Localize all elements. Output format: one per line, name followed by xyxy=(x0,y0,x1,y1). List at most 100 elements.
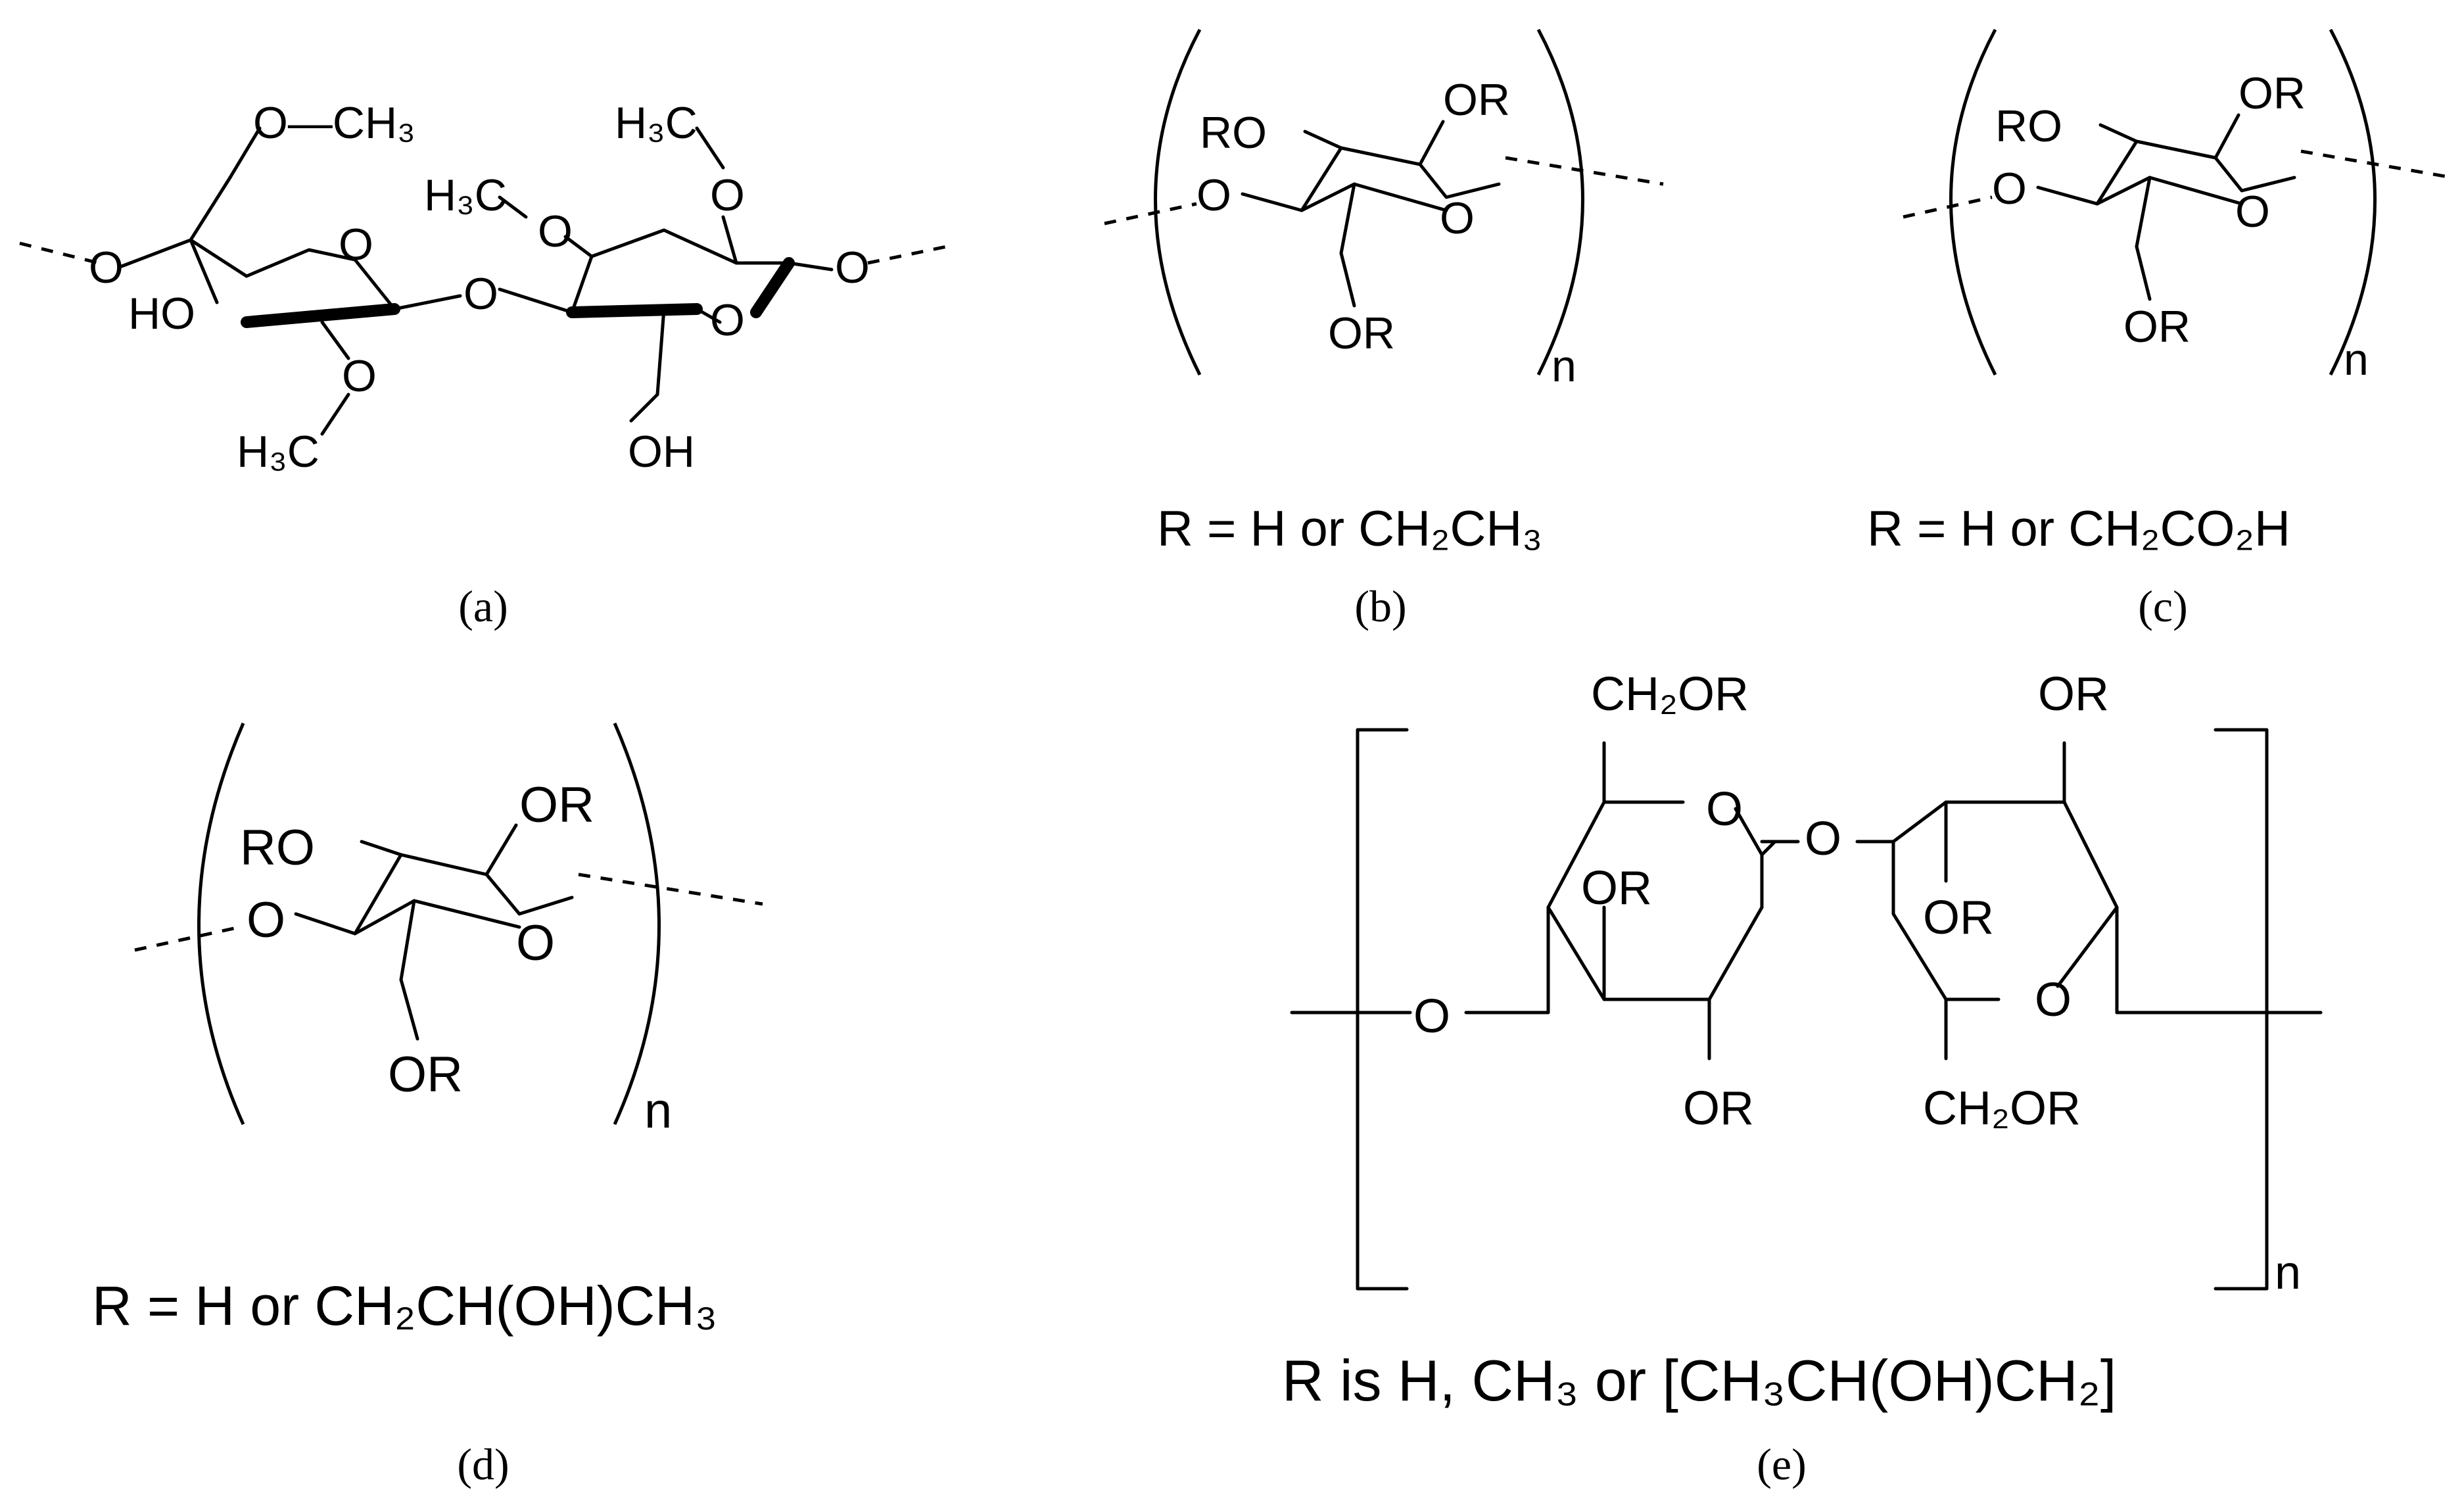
panel-c-atom-o-ring: O xyxy=(2235,187,2270,237)
panel-b-ring-c xyxy=(1352,182,1448,212)
panel-d-paren-left xyxy=(197,723,245,1126)
panel-e-ring1-bottom xyxy=(1546,905,1764,1001)
panel-e-atom-o-chain: O xyxy=(1413,990,1450,1043)
panel-d-atom-or-top: OR xyxy=(519,777,594,833)
panel-b-substituent: R = H or CH₂CH₃ xyxy=(1157,501,1542,557)
panel-a-ring1-top xyxy=(120,238,357,278)
panel-b-paren-left xyxy=(1154,28,1202,376)
panel-e-atom-ch2or-bottom: CH₂OR xyxy=(1923,1082,2081,1135)
panel-a-ring2-ome2-ch3 xyxy=(695,126,725,170)
panel-a-atom-o-ch3: O—CH₃ xyxy=(253,98,415,148)
panel-b-atom-or-bottom: OR xyxy=(1328,308,1395,358)
panel-b-or-bond xyxy=(1418,120,1445,166)
panel-c-ch2 xyxy=(2135,176,2152,249)
panel-e-atom-or-ring1: OR xyxy=(1581,862,1652,915)
panel-c-ring-a xyxy=(2036,176,2152,206)
panel-b-structure xyxy=(1104,28,1664,376)
panel-b-labels: OR RO O O OR n R = H or CH₂CH₃ (b) xyxy=(1157,75,1576,631)
panel-e-ring1-left xyxy=(1546,800,1685,1015)
panel-c-or-bond xyxy=(2214,113,2240,160)
panel-b-ring-a xyxy=(1241,182,1356,212)
panel-e-atom-or-top: OR xyxy=(2038,668,2109,721)
panel-e-labels: CH₂OR OR O O OR OR O O OR CH₂OR n R is H… xyxy=(1282,668,2301,1489)
panel-a-ring2-ome xyxy=(563,235,594,258)
panel-e-atom-ch2or-top: CH₂OR xyxy=(1591,668,1749,721)
panel-c-atom-o-left: O xyxy=(1992,164,2027,214)
panel-d-paren-right xyxy=(613,723,661,1126)
panel-c-dash-left xyxy=(1903,195,1993,219)
panel-d-atom-or-bottom: OR xyxy=(388,1047,463,1103)
panel-a-labels: O—CH₃ H₃C H₃C H₃C HO OH O O O O O O O O … xyxy=(89,98,870,631)
panel-e-atom-or-ring2: OR xyxy=(1923,892,1994,944)
panel-a-bridge-r xyxy=(498,287,574,314)
panel-a-ring2-ome2 xyxy=(721,215,738,265)
panel-b-dash-left xyxy=(1104,202,1197,226)
panel-a-ch2oh xyxy=(655,307,666,396)
panel-a-atom-o8: O xyxy=(835,243,870,293)
panel-a-ch2 xyxy=(189,176,232,242)
panel-e-repeat-n: n xyxy=(2275,1247,2301,1299)
panel-d-ro-bond xyxy=(360,840,403,857)
panel-a-ring2-bottom xyxy=(566,303,703,318)
panel-b-dash-right xyxy=(1505,156,1664,186)
panel-e-structure xyxy=(1290,728,2323,1291)
panel-c-atom-ro: RO xyxy=(1995,101,2062,151)
panel-d-labels: OR RO O O OR n R = H or CH₂CH(OH)CH₃ (d) xyxy=(92,777,717,1489)
panel-b-ch2 xyxy=(1339,182,1356,255)
panel-b-paren-right xyxy=(1536,28,1584,376)
panel-a-ome-ch3 xyxy=(320,393,350,436)
panel-d-caption: (d) xyxy=(457,1439,509,1489)
panel-e-ring2-left xyxy=(1891,840,2001,1001)
panel-b-caption: (b) xyxy=(1354,581,1406,631)
panel-a-atom-o6: O xyxy=(710,170,745,220)
panel-c-structure xyxy=(1903,28,2453,376)
panel-d-atom-ro: RO xyxy=(240,820,315,876)
panel-e-bracket-right xyxy=(2214,728,2269,1291)
panel-e-substituent: R is H, CH₃ or [CH₃CH(OH)CH₂] xyxy=(1282,1348,2116,1413)
panel-d-repeat-n: n xyxy=(644,1083,672,1139)
panel-d-ring-a xyxy=(294,899,416,936)
panel-d-dash-left xyxy=(134,925,241,952)
panel-b-atom-or-top: OR xyxy=(1443,75,1510,125)
panel-e-caption: (e) xyxy=(1757,1439,1806,1489)
panel-b-ro-bond xyxy=(1303,130,1343,150)
panel-d-ch2 xyxy=(399,899,416,982)
panel-a-atom-h3c-bottom: H₃C xyxy=(237,427,320,477)
panel-b-atom-o-left: O xyxy=(1196,170,1231,220)
panel-c-ro-bond xyxy=(2098,123,2139,143)
panel-c-paren-left xyxy=(1949,28,1997,376)
panel-a-atom-o4: O xyxy=(463,269,498,319)
panel-c-repeat-n: n xyxy=(2344,335,2369,385)
panel-a-atom-h3c-mid: H₃C xyxy=(424,170,507,220)
panel-d-structure xyxy=(134,723,763,1126)
panel-a-ring1-right xyxy=(353,258,396,311)
panel-c-caption: (c) xyxy=(2138,581,2187,631)
panel-e-bracket-left xyxy=(1356,728,1409,1291)
panel-d-dash-right xyxy=(578,872,763,906)
panel-e-atom-o-ring2: O xyxy=(2035,974,2072,1026)
panel-a-dash-left xyxy=(19,241,99,265)
panel-a-ch2oh-o xyxy=(629,393,659,423)
panel-c-ch2-o xyxy=(2135,245,2152,301)
panel-a-atom-o2: O xyxy=(339,220,373,270)
panel-a-wedge xyxy=(750,257,795,318)
panel-a-ring1-left xyxy=(189,238,219,304)
panel-e-atom-or-bottom: OR xyxy=(1683,1082,1754,1135)
panel-a-ring2-top xyxy=(570,228,738,314)
panel-c-atom-or-bottom: OR xyxy=(2123,302,2191,352)
panel-c-ring-c xyxy=(2148,176,2244,206)
panel-c-substituent: R = H or CH₂CO₂H xyxy=(1867,501,2290,557)
panel-c-dash-right xyxy=(2300,149,2453,179)
panel-e-atom-o-ring1: O xyxy=(1706,783,1743,836)
panel-c-atom-or-top: OR xyxy=(2239,68,2306,118)
panel-c-paren-right xyxy=(2329,28,2377,376)
panel-d-substituent: R = H or CH₂CH(OH)CH₃ xyxy=(92,1275,717,1337)
panel-a-dash-right xyxy=(867,245,947,265)
panel-a-ring1-ome xyxy=(320,320,350,360)
panel-e-ring2-o xyxy=(2056,905,2119,988)
panel-d-atom-o-left: O xyxy=(247,892,285,948)
panel-a-ch2-o xyxy=(228,126,262,179)
panel-a-atom-ho: HO xyxy=(128,289,195,339)
panel-a-bridge-l xyxy=(392,294,462,311)
panel-d-ch2-o xyxy=(399,978,419,1041)
